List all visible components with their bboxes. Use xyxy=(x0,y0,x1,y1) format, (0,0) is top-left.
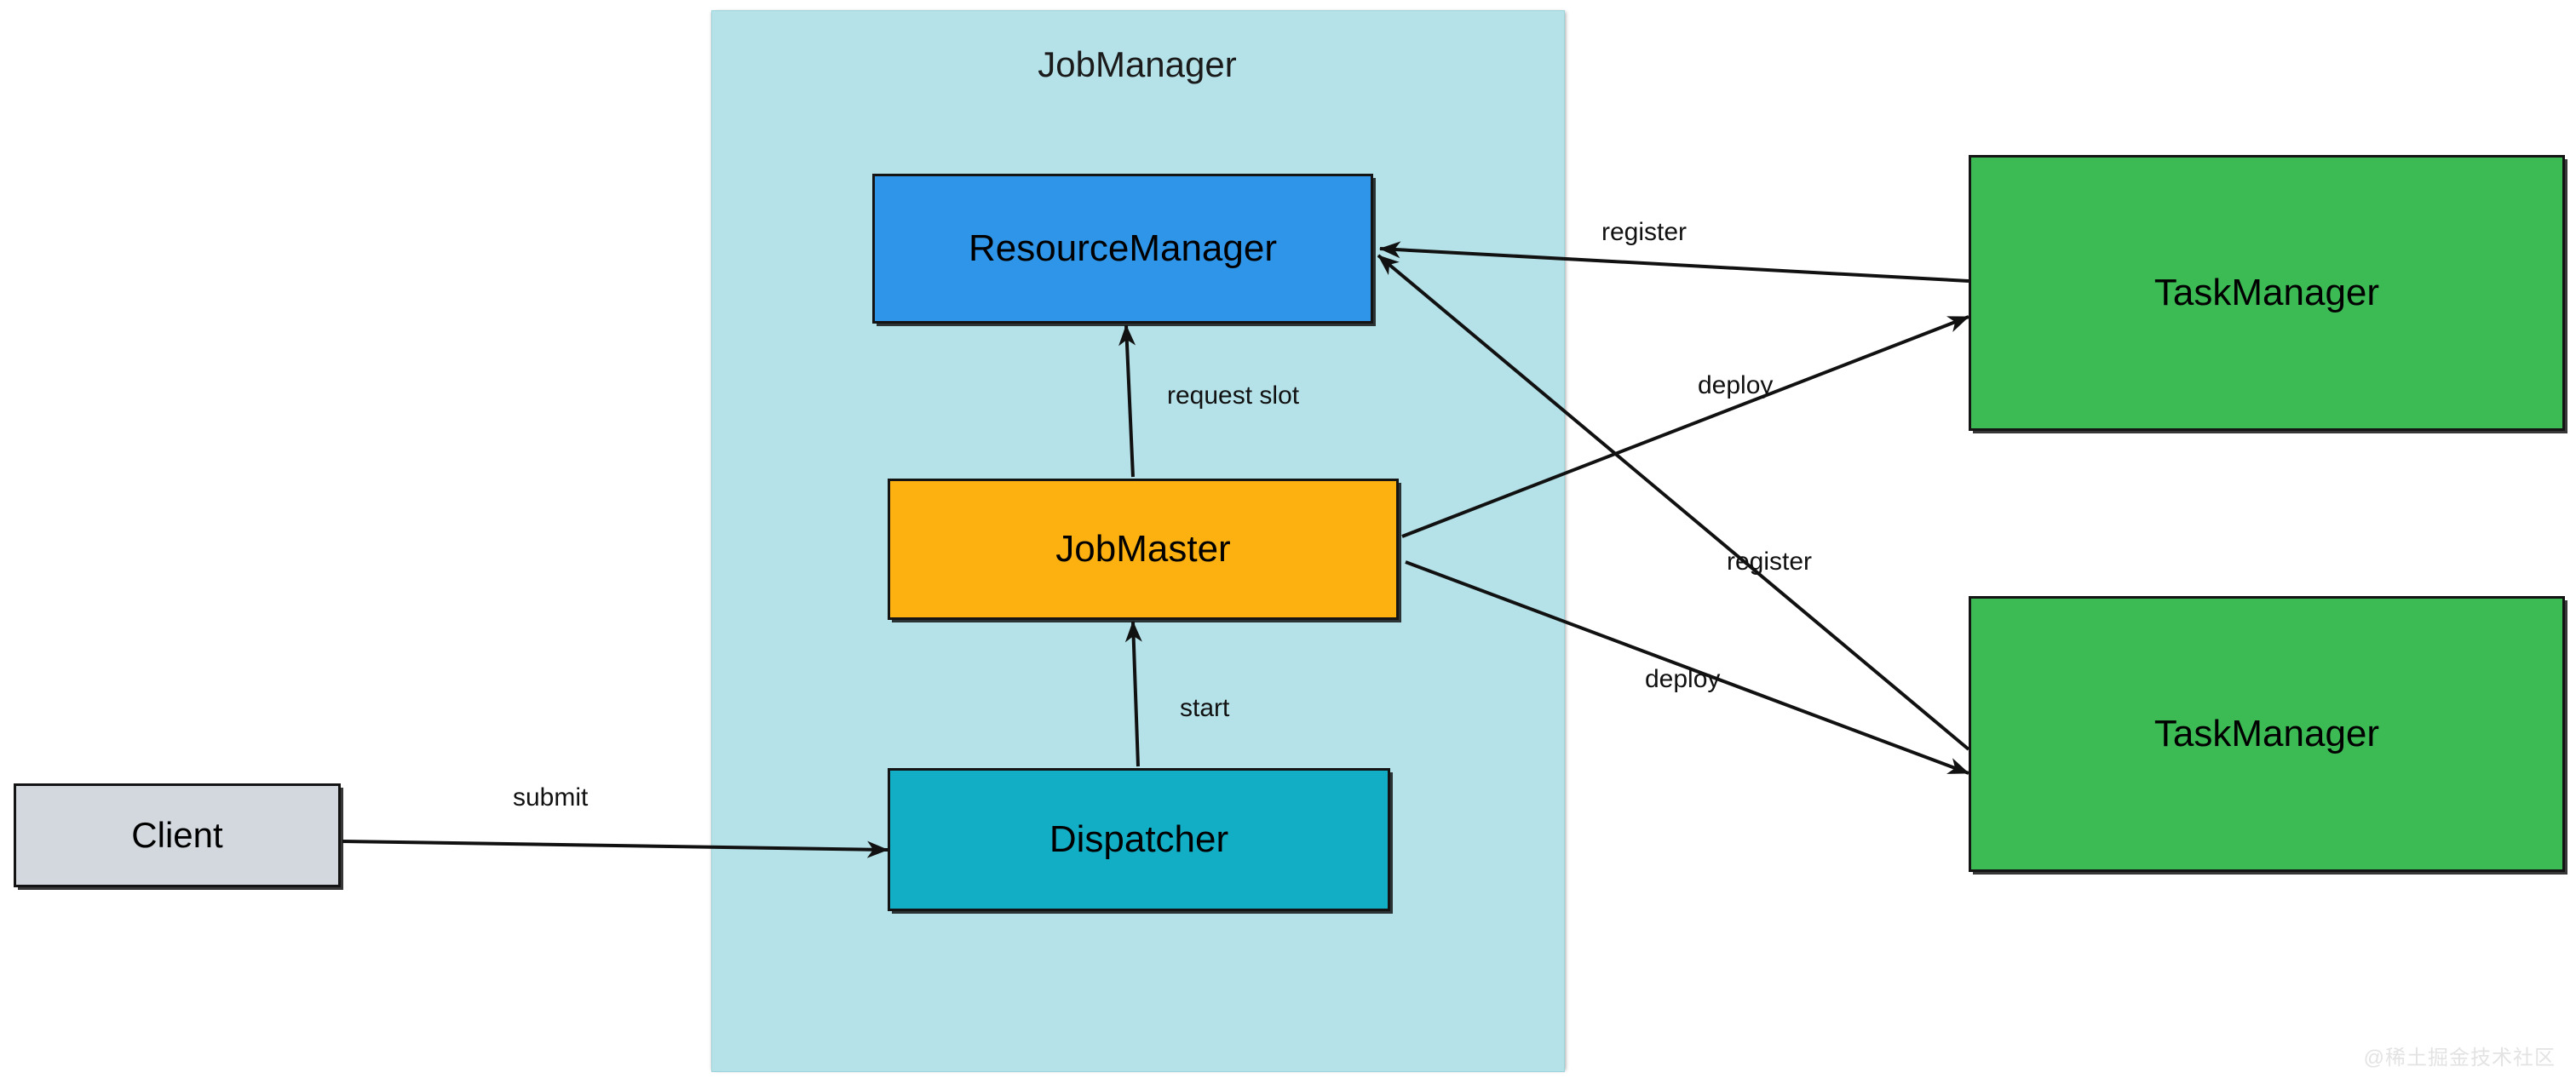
edge-label-register-1: register xyxy=(1601,218,1688,246)
edge-label-request-slot: request slot xyxy=(1167,381,1300,410)
node-client-label: Client xyxy=(131,814,223,855)
node-taskmanager-2-label: TaskManager xyxy=(2153,712,2380,754)
node-jobmaster-label: JobMaster xyxy=(1055,527,1231,570)
node-client[interactable]: Client xyxy=(14,783,341,887)
node-taskmanager-1-label: TaskManager xyxy=(2153,271,2380,313)
jobmanager-title: JobManager xyxy=(1038,44,1237,84)
node-taskmanager-2[interactable]: TaskManager xyxy=(1969,596,2565,872)
node-dispatcher-label: Dispatcher xyxy=(1049,817,1229,860)
edge-label-start: start xyxy=(1180,694,1230,722)
edge-label-deploy-2: deploy xyxy=(1645,665,1721,693)
edge-label-register-2: register xyxy=(1727,548,1813,576)
watermark: @稀土掘金技术社区 xyxy=(2363,1047,2556,1070)
edge-label-deploy-1: deploy xyxy=(1698,371,1774,399)
node-resourcemanager[interactable]: ResourceManager xyxy=(872,174,1373,324)
node-resourcemanager-label: ResourceManager xyxy=(969,227,1277,269)
node-dispatcher[interactable]: Dispatcher xyxy=(888,768,1390,911)
node-taskmanager-1[interactable]: TaskManager xyxy=(1969,155,2565,431)
edge-label-submit: submit xyxy=(513,783,589,812)
node-jobmaster[interactable]: JobMaster xyxy=(888,479,1399,620)
